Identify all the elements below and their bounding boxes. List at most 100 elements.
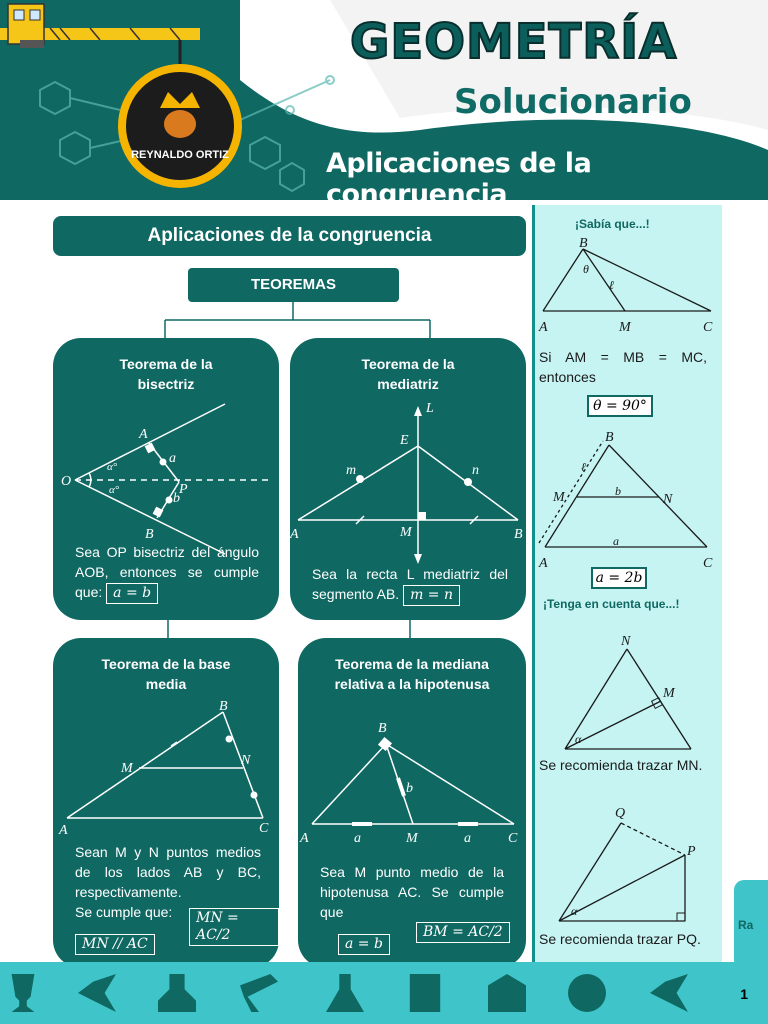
palette-icon: [568, 974, 606, 1012]
label-E: E: [399, 433, 409, 448]
fig1-A: A: [538, 320, 548, 335]
mediatriz-figure: L E m n A M B: [290, 401, 523, 564]
fig2-N: N: [662, 492, 673, 507]
telescope-icon: [240, 974, 278, 1012]
card-text: Sea M punto medio de la hipotenusa AC. S…: [320, 862, 504, 922]
sidebar-figures: B A M C θ ℓ B M N A C a b ℓ N M α Q P α: [538, 236, 713, 922]
fig1-l: ℓ: [609, 278, 614, 292]
tenga-en-cuenta-heading: ¡Tenga en cuenta que...!: [543, 597, 680, 611]
label-B: B: [378, 721, 387, 736]
label-C: C: [259, 821, 269, 836]
ra-label: Ra: [738, 918, 754, 932]
label-n: n: [472, 463, 479, 478]
card-bisectriz: Teorema de la bisectriz O A B P a b α° α…: [53, 338, 279, 620]
fig1-theta: θ: [583, 262, 589, 276]
label-b: b: [173, 491, 180, 506]
card-mediatriz: Teorema de la mediatriz L E m n A M B Se…: [290, 338, 526, 620]
fig2-M: M: [552, 490, 566, 505]
section-title: Aplicaciones de la congruencia: [53, 216, 526, 256]
label-M: M: [405, 831, 419, 846]
building-icon: [488, 974, 526, 1012]
base-media-figure: B M N A C: [58, 699, 269, 838]
reading-icon: [158, 974, 196, 1012]
fig3-N: N: [620, 634, 631, 649]
fig2-A: A: [538, 556, 548, 571]
card-text: Sean M y N puntos medios de los lados AB…: [75, 842, 261, 922]
label-alpha-1: α°: [107, 461, 118, 473]
formula-a-eq-b: a = b: [106, 583, 159, 604]
label-A: A: [58, 823, 68, 838]
label-m: m: [346, 463, 356, 478]
fig4-alpha: α: [571, 904, 578, 918]
formula-bm-half: BM = AC/2: [416, 922, 510, 943]
card-title: Teorema de la base media: [101, 656, 231, 692]
label-M: M: [120, 761, 134, 776]
label-B: B: [219, 699, 228, 714]
card-mediana-hipotenusa: Teorema de la mediana relativa a la hipo…: [298, 638, 526, 968]
fig2-B: B: [605, 430, 614, 445]
label-A: A: [138, 427, 148, 442]
bisectriz-statement: Sea OP bisectriz del ángulo AOB, entonce…: [75, 544, 259, 600]
mediatriz-statement: Sea la recta L mediatriz del segmento AB…: [312, 566, 508, 602]
header-banner: GEOMETRÍA Solucionario Aplicaciones de l…: [0, 0, 768, 200]
fig1-C: C: [703, 320, 713, 335]
fig3-M: M: [662, 686, 676, 701]
label-B: B: [145, 527, 154, 542]
trophy-icon: [11, 974, 35, 1012]
header-background: [0, 0, 768, 200]
label-b: b: [406, 781, 413, 796]
dove-icon: [78, 974, 116, 1012]
title-solucionario: Solucionario: [454, 82, 692, 122]
fig2-b: b: [615, 484, 621, 498]
label-C: C: [508, 831, 518, 846]
base-media-statement-2: Se cumple que:: [75, 904, 173, 920]
recommend-pq-text: Se recomienda trazar PQ.: [539, 931, 701, 947]
formula-half: MN = AC/2: [189, 908, 279, 946]
label-a: a: [169, 451, 176, 466]
fig2-l: ℓ: [581, 460, 586, 474]
title-topic: Aplicaciones de la congruencia: [326, 148, 592, 200]
fig1-M: M: [618, 320, 632, 335]
bisectriz-figure: O A B P a b α° α°: [61, 403, 273, 555]
formula-a-eq-b: a = b: [338, 934, 390, 955]
fig2-a: a: [613, 534, 619, 548]
fig4-P: P: [686, 844, 696, 859]
logo-name: REYNALDO ORTIZ: [131, 149, 229, 161]
formula-m-eq-n: m = n: [403, 585, 460, 606]
sidebar-notes: ¡Sabía que...! B: [532, 205, 722, 977]
label-O: O: [61, 474, 71, 489]
theta-90-box: θ = 90°: [587, 395, 653, 417]
fig1-B: B: [579, 236, 588, 251]
label-A: A: [299, 831, 309, 846]
card-base-media: Teorema de la base media B M N A C Sean …: [53, 638, 279, 968]
label-L: L: [425, 401, 434, 416]
page-number: 1: [740, 986, 748, 1002]
recommend-mn-text: Se recomienda trazar MN.: [539, 757, 703, 773]
label-M: M: [399, 525, 413, 540]
formula-parallel: MN // AC: [75, 934, 155, 955]
label-N: N: [240, 753, 251, 768]
flask-icon: [326, 974, 364, 1012]
card-title: Teorema de la bisectriz: [119, 356, 213, 392]
title-geometria: GEOMETRÍA: [349, 13, 678, 71]
card-text: Sea OP bisectriz del ángulo AOB, entonce…: [75, 542, 259, 604]
base-media-statement: Sean M y N puntos medios de los lados AB…: [75, 844, 261, 900]
label-alpha-2: α°: [109, 484, 120, 496]
card-title: Teorema de la mediana relativa a la hipo…: [334, 656, 490, 692]
sabia-que-text: Si AM = MB = MC, entonces: [539, 349, 707, 385]
ra-side-tab: Ra: [734, 880, 768, 970]
sabia-que-heading: ¡Sabía que...!: [575, 217, 650, 231]
book-icon: [409, 974, 441, 1012]
teoremas-label: TEOREMAS: [188, 268, 399, 302]
dove-icon-2: [650, 974, 688, 1012]
fig3-alpha: α: [575, 732, 582, 746]
footer-strip: 1: [0, 962, 768, 1024]
card-title: Teorema de la mediatriz: [361, 356, 455, 392]
a-eq-2b-box: a = 2b: [591, 567, 647, 589]
card-text: Sea la recta L mediatriz del segmento AB…: [312, 564, 508, 606]
label-P: P: [178, 482, 188, 497]
mediana-statement: Sea M punto medio de la hipotenusa AC. S…: [320, 864, 504, 920]
fig4-Q: Q: [615, 806, 625, 821]
label-a-1: a: [354, 831, 361, 846]
